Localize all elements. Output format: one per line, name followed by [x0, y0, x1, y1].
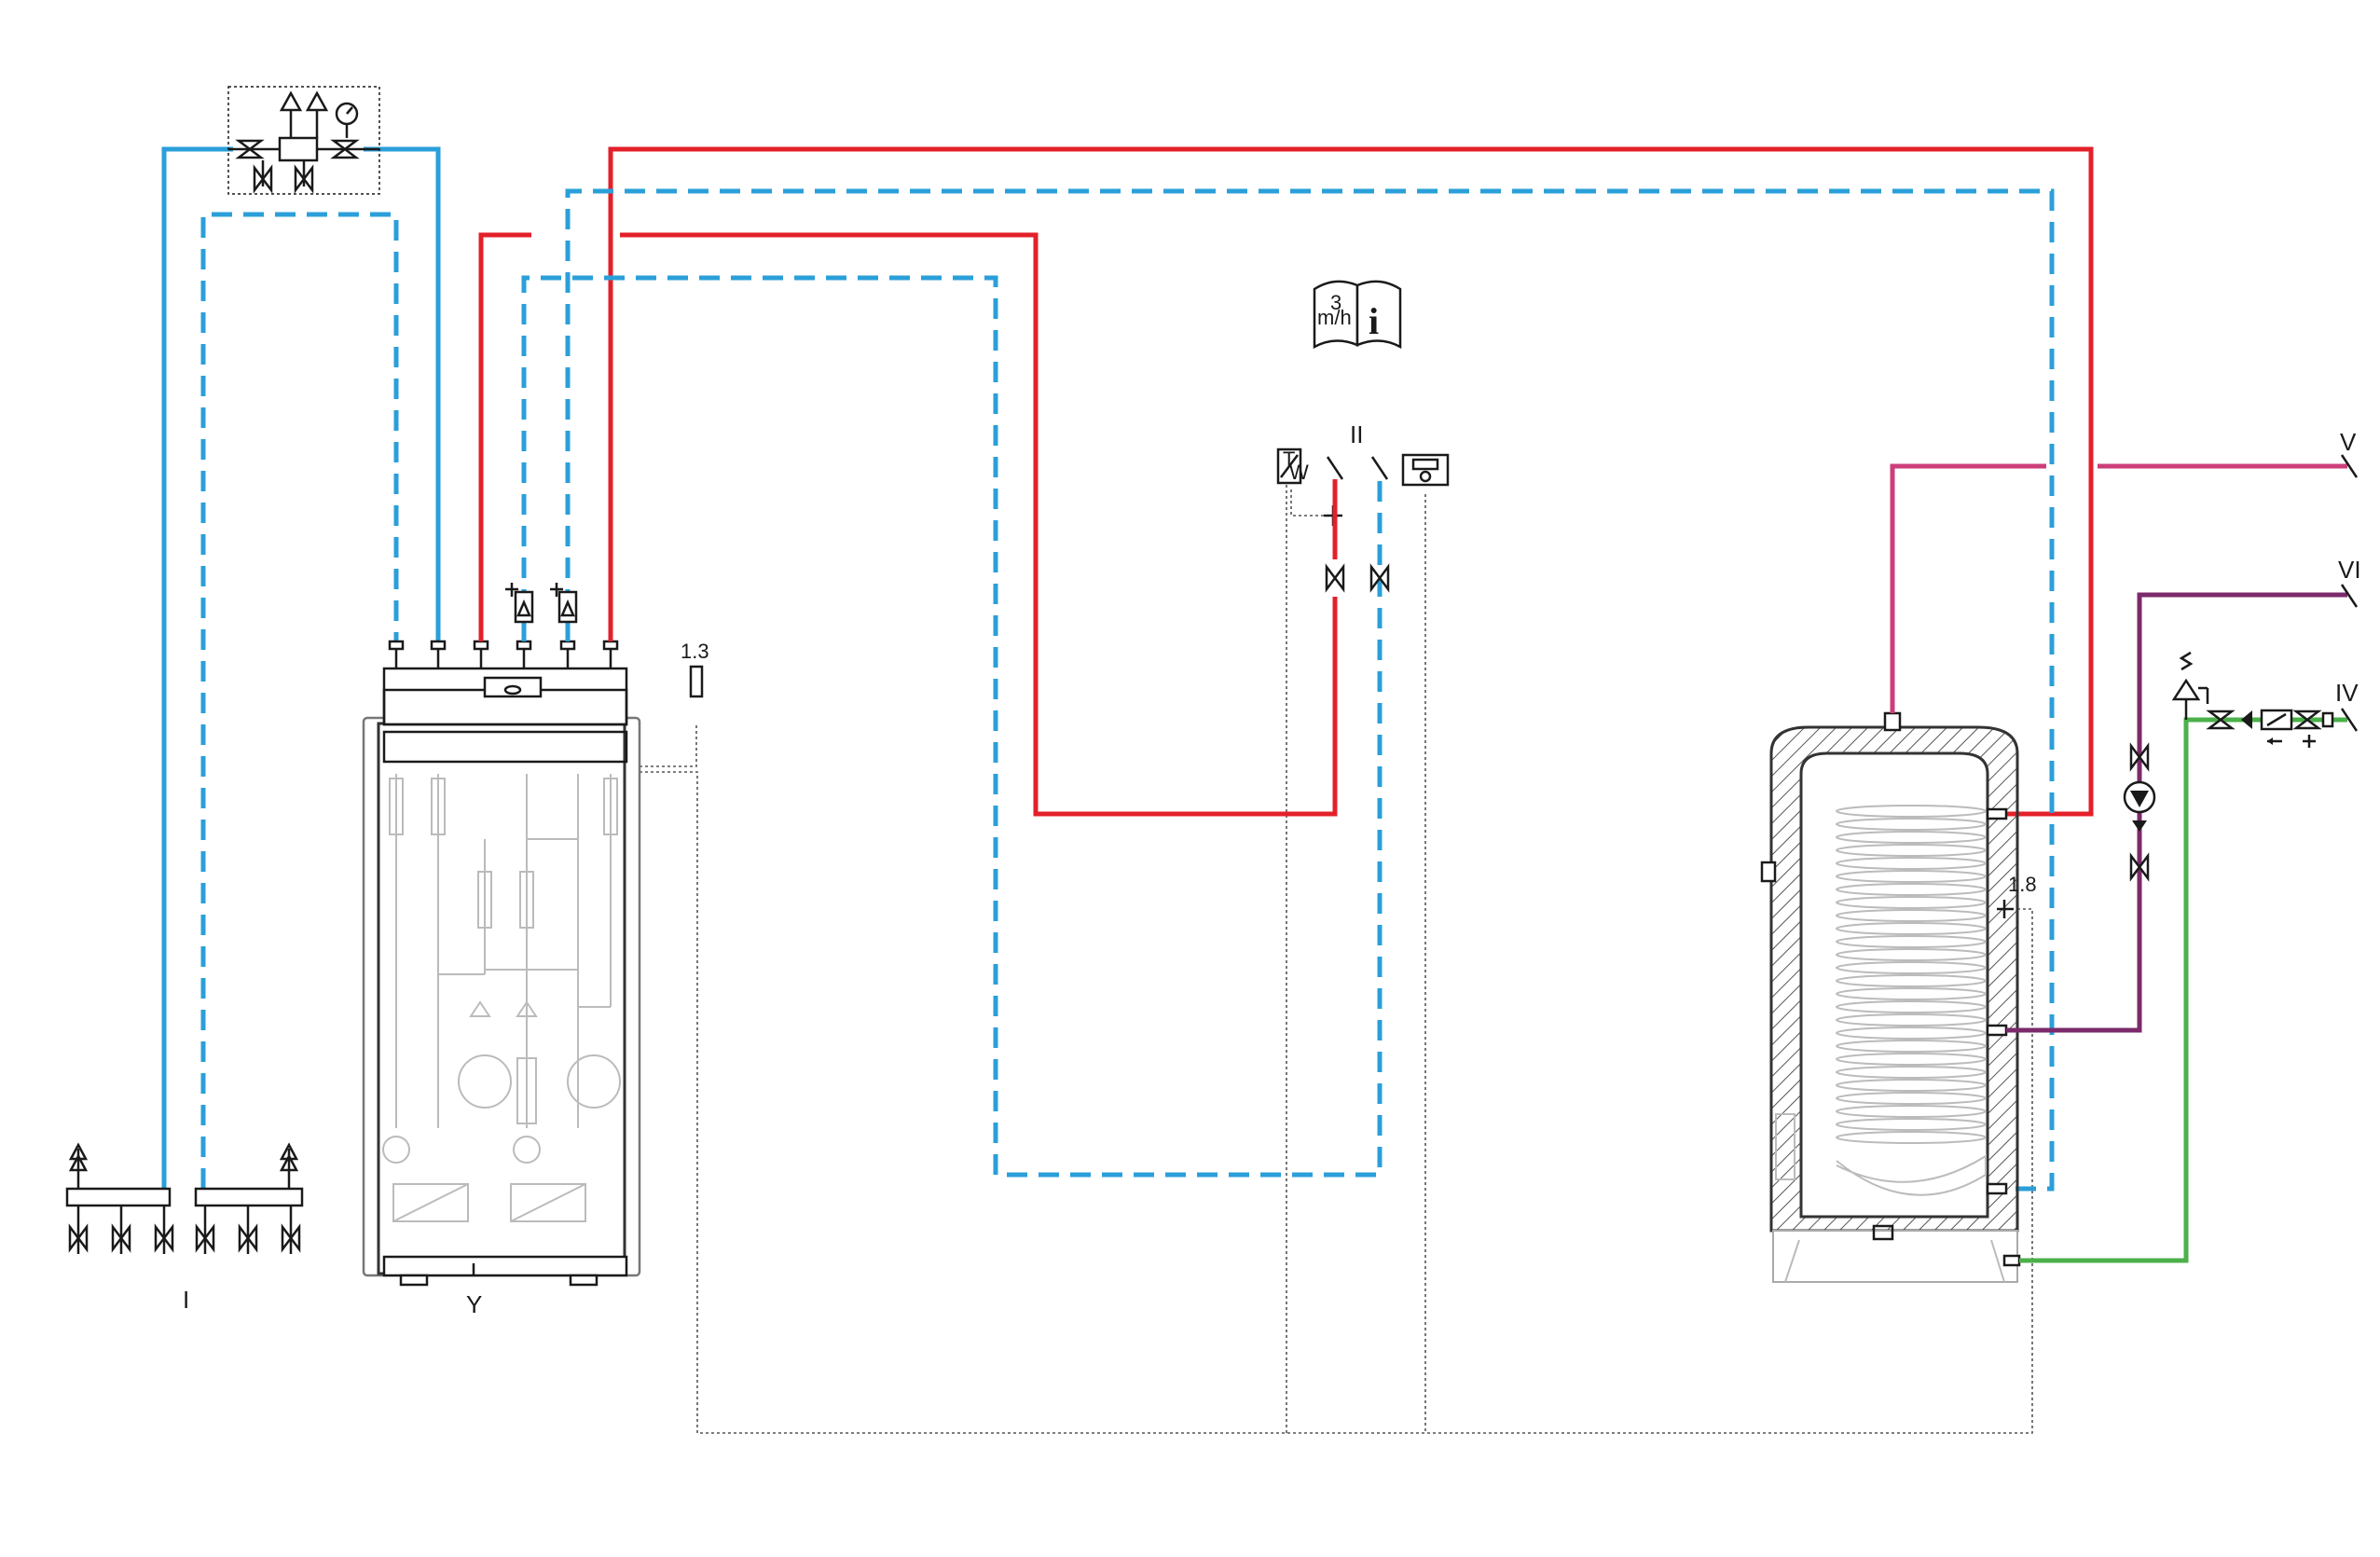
sensor-1-3: 1.3 [681, 640, 709, 698]
coil-turn [1836, 883, 1987, 896]
manifold-group-I: I [65, 146, 441, 1314]
svg-text:T: T [1283, 448, 1295, 471]
coil-turn [1836, 1118, 1987, 1131]
coil-turn [1836, 805, 1987, 818]
coil-turn [1836, 1027, 1987, 1040]
coil-turn [1836, 844, 1987, 857]
heating-pipes [478, 146, 2094, 1192]
storage-tank: 1.8 [1760, 711, 2037, 1283]
coil-turn [1836, 857, 1987, 870]
coil-turn [1836, 974, 1987, 987]
coil-turn [1836, 1040, 1987, 1053]
coil-turn [1836, 961, 1987, 974]
svg-text:W: W [1289, 461, 1309, 484]
domestic-water-pipes: V VI IV [1890, 428, 2361, 1263]
heating-loop-II: T W II [1276, 420, 1450, 591]
coil-turn [1836, 1066, 1987, 1079]
safety-group [227, 86, 380, 195]
coil-turn [1836, 948, 1987, 961]
coil-turn [1836, 909, 1987, 922]
coil-turn [1836, 831, 1987, 844]
coil-bottom [1836, 1154, 1987, 1196]
manifold-bar-left [65, 1187, 172, 1207]
label-group-II: II [1350, 420, 1363, 448]
manual-book-icon: 3 m/h i [1313, 280, 1402, 350]
label-unit-Y: Y [466, 1290, 482, 1318]
coil-turn [1836, 935, 1987, 948]
safety-valve-icon [2171, 678, 2201, 701]
svg-text:m/h: m/h [1317, 306, 1352, 329]
coil-turn [1836, 987, 1987, 1000]
unit-vent-valves [505, 583, 578, 624]
label-outlet-VI: VI [2338, 556, 2361, 584]
label-outlet-V: V [2340, 428, 2357, 456]
safety-valve-icon [279, 90, 303, 112]
coil-turn [1836, 1053, 1987, 1066]
info-icon: i [1369, 300, 1379, 342]
coil-turn [1836, 818, 1987, 831]
coil-turn [1836, 870, 1987, 883]
signal-wiring [640, 485, 2033, 1434]
coil-turn [1836, 896, 1987, 909]
heat-pump-unit-Y: Y [362, 640, 641, 1318]
manifold-bar-right [194, 1187, 304, 1207]
coil-turn [1836, 1092, 1987, 1105]
coil-turn [1836, 1013, 1987, 1027]
label-sensor-1-8: 1.8 [2008, 873, 2037, 896]
coil-turn [1836, 922, 1987, 935]
label-outlet-IV: IV [2335, 679, 2359, 707]
coil-turn [1836, 1105, 1987, 1118]
coil-turn [1836, 1131, 1987, 1144]
coil-turn [1836, 1079, 1987, 1092]
svg-text:3: 3 [1330, 291, 1341, 314]
shutoff-valve-icon [1325, 565, 1345, 591]
label-sensor-1-3: 1.3 [681, 640, 709, 663]
coil-turn [1836, 1000, 1987, 1013]
label-group-I: I [183, 1286, 189, 1314]
